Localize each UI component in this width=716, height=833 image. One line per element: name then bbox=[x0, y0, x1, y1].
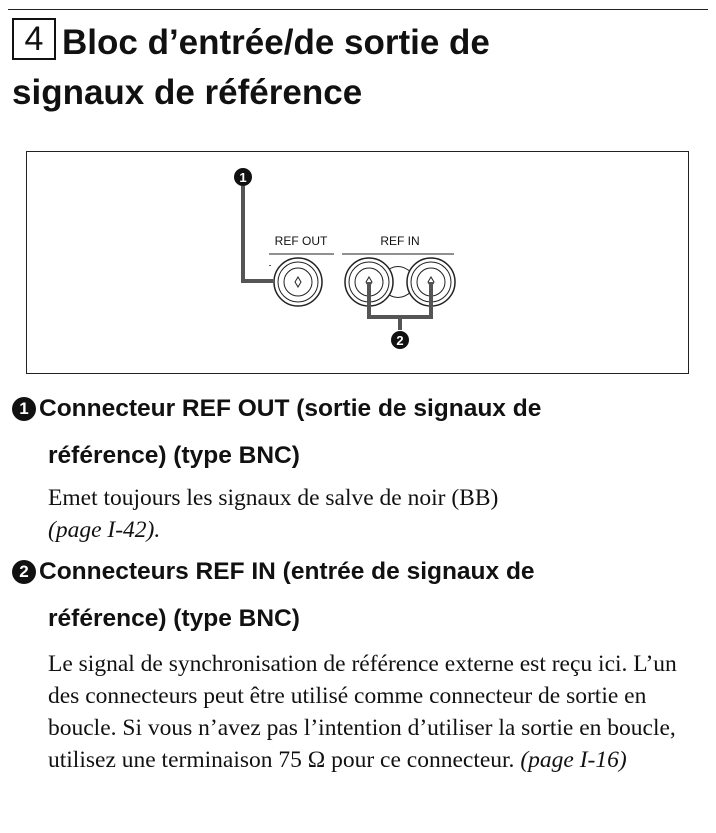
callout-1-badge bbox=[234, 168, 252, 186]
item-1-page-ref: (page I-42). bbox=[48, 517, 161, 543]
ref-in-label: REF IN bbox=[380, 234, 419, 248]
item-1-heading-line1: Connecteur REF OUT (sortie de signaux de bbox=[39, 395, 542, 422]
item-ref-out-description: Emet toujours les signaux de salve de no… bbox=[48, 482, 708, 546]
item-ref-in-description: Le signal de synchronisation de référenc… bbox=[48, 648, 708, 776]
item-1-description: Emet toujours les signaux de salve de no… bbox=[48, 485, 499, 511]
callout-1-leader bbox=[241, 186, 273, 283]
callout-2-number: 2 bbox=[396, 333, 403, 348]
item-2-heading-line1: Connecteurs REF IN (entrée de signaux de bbox=[39, 558, 535, 585]
ref-out-connector bbox=[273, 257, 323, 307]
callout-2-badge bbox=[391, 331, 409, 349]
item-1-badge: 1 bbox=[12, 397, 36, 421]
item-1-heading-line2: référence) (type BNC) bbox=[48, 442, 300, 469]
ref-out-label: REF OUT bbox=[275, 234, 328, 248]
connector-panel-diagram: 1 REF OUT REF IN bbox=[26, 151, 689, 374]
item-2-description: Le signal de synchronisation de référenc… bbox=[48, 651, 677, 773]
item-2-page-ref: (page I-16) bbox=[520, 747, 627, 773]
section-title-line1: Bloc d’entrée/de sortie de bbox=[62, 23, 490, 62]
callout-1-number: 1 bbox=[239, 170, 246, 185]
connector-panel-drawing: 1 REF OUT REF IN bbox=[234, 168, 456, 349]
top-rule bbox=[8, 9, 708, 10]
section-title-line2: signaux de référence bbox=[12, 73, 363, 112]
item-2-heading-line2: référence) (type BNC) bbox=[48, 605, 300, 632]
item-2-badge: 2 bbox=[12, 560, 36, 584]
section-number-box: 4 bbox=[12, 18, 56, 60]
